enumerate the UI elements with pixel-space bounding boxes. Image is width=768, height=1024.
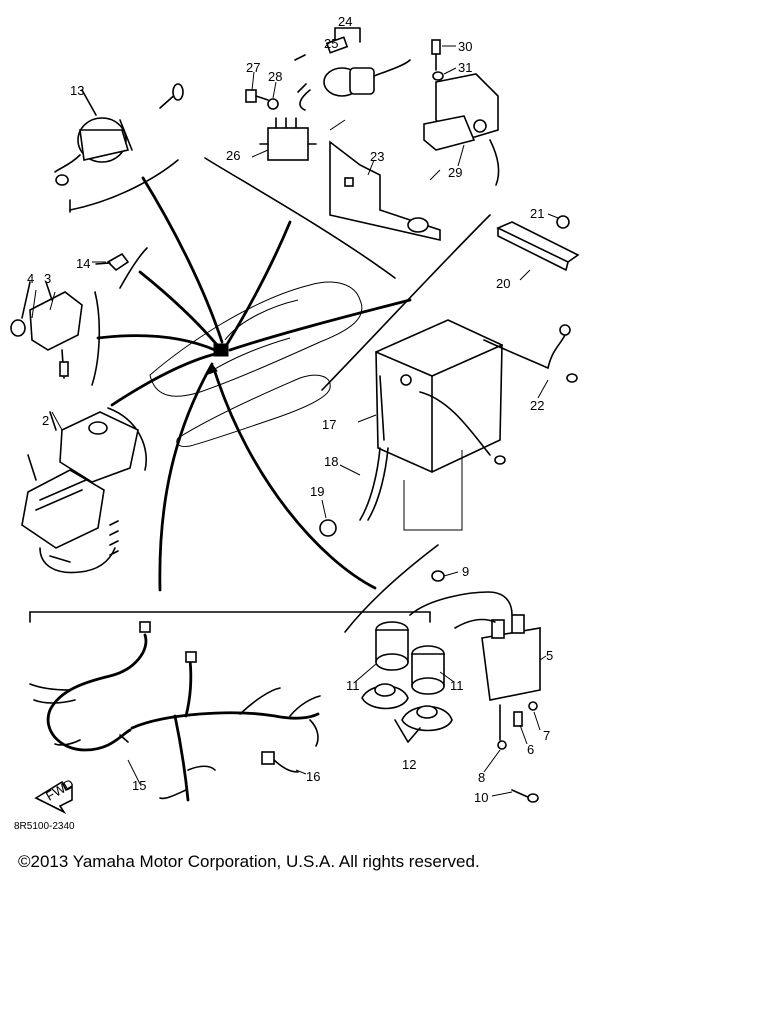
callout-22: 22 <box>530 398 544 413</box>
callout-11-right: 11 <box>450 678 464 693</box>
spark-plug-cap-icon <box>361 621 453 743</box>
callout-11-left: 11 <box>346 678 360 693</box>
solenoid-icon <box>423 39 500 186</box>
drawing-code: 8R5100-2340 <box>14 821 75 832</box>
mounting-bracket-icon <box>329 119 441 242</box>
forward-arrow-icon: FWD <box>34 776 76 815</box>
callout-leaders <box>31 45 559 797</box>
callout-17: 17 <box>322 417 336 432</box>
callout-4: 4 <box>27 271 34 286</box>
callout-21: 21 <box>530 206 544 221</box>
callout-14: 14 <box>76 256 90 271</box>
callout-13: 13 <box>70 83 84 98</box>
callout-18: 18 <box>324 454 338 469</box>
callout-26: 26 <box>226 148 240 163</box>
callout-numbers: 2 3 4 5 6 7 8 9 10 11 11 12 13 14 15 16 … <box>14 14 553 832</box>
callout-27: 27 <box>246 60 260 75</box>
callout-30: 30 <box>458 39 472 54</box>
callout-10: 10 <box>474 790 488 805</box>
parts-diagram: FWD 2 3 4 5 6 7 8 <box>10 14 580 832</box>
starter-relay-icon <box>294 27 411 111</box>
callout-29: 29 <box>448 165 462 180</box>
cdi-unit-icon <box>21 411 139 574</box>
callout-28: 28 <box>268 69 282 84</box>
callout-31: 31 <box>458 60 472 75</box>
rectifier-regulator-icon <box>259 117 317 161</box>
copyright-notice: ©2013 Yamaha Motor Corporation, U.S.A. A… <box>18 852 480 871</box>
callout-15: 15 <box>132 778 146 793</box>
battery-accessories-icon <box>319 324 578 537</box>
callout-9: 9 <box>462 564 469 579</box>
callout-25: 25 <box>324 36 338 51</box>
relay-box-icon <box>10 281 83 379</box>
callout-6: 6 <box>527 742 534 757</box>
battery-strap-icon <box>496 215 580 271</box>
group-brackets <box>29 157 491 633</box>
callout-20: 20 <box>496 276 510 291</box>
callout-23: 23 <box>370 149 384 164</box>
callout-8: 8 <box>478 770 485 785</box>
leader-lines <box>96 176 412 592</box>
bolt-washer-icon <box>245 89 279 110</box>
callout-24: 24 <box>338 14 352 29</box>
callout-2: 2 <box>42 413 49 428</box>
callout-3: 3 <box>44 271 51 286</box>
ignition-coil-icon <box>409 570 541 803</box>
key-switch-icon <box>54 83 184 186</box>
clip-icon <box>95 252 130 272</box>
callout-7: 7 <box>543 728 550 743</box>
callout-16: 16 <box>306 769 320 784</box>
callout-5: 5 <box>546 648 553 663</box>
battery-icon <box>375 319 506 531</box>
callout-19: 19 <box>310 484 324 499</box>
callout-12: 12 <box>402 757 416 772</box>
wire-harness-icon <box>29 621 321 802</box>
